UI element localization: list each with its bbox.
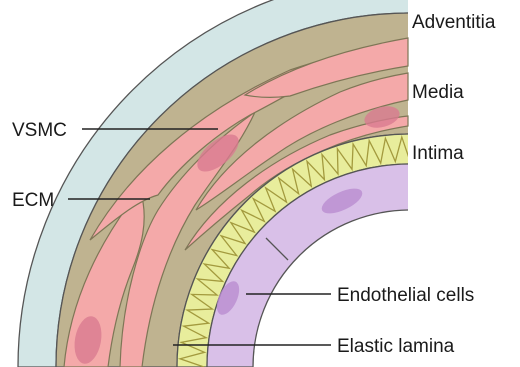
label-elastic-lamina: Elastic lamina <box>337 336 455 357</box>
label-adventitia: Adventitia <box>412 12 496 33</box>
label-media: Media <box>412 82 464 103</box>
label-ecm: ECM <box>12 190 54 211</box>
label-intima: Intima <box>412 143 464 164</box>
label-vsmc: VSMC <box>12 120 67 141</box>
label-endothelial-cells: Endothelial cells <box>337 285 474 306</box>
